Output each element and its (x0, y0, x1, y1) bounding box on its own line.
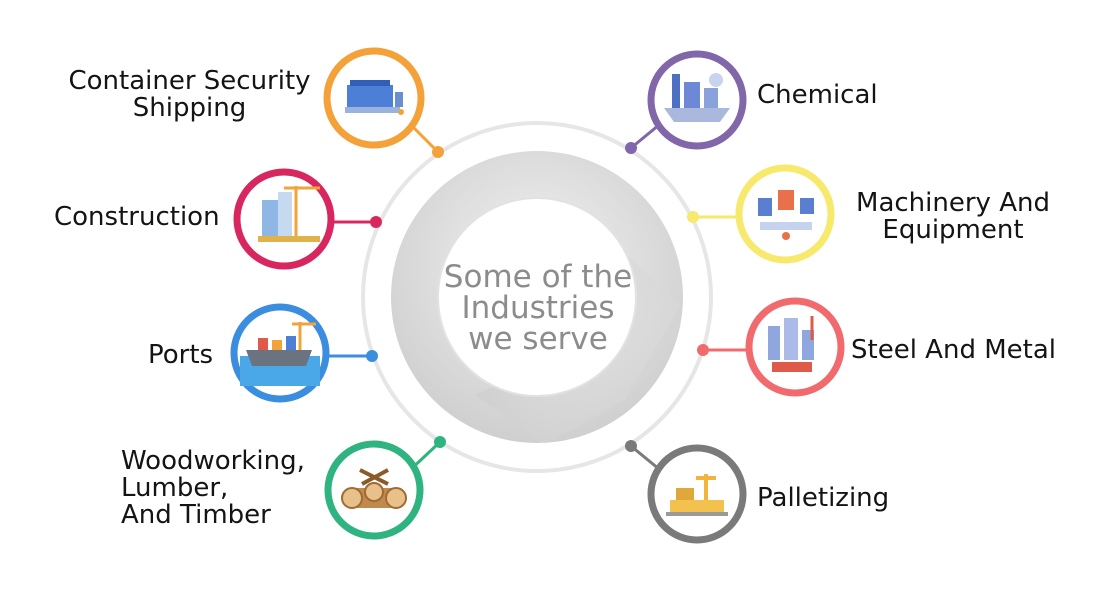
industry-node-construction (233, 168, 382, 270)
center-title-line-3: we serve (468, 321, 608, 357)
industry-node-container-security-shipping (323, 47, 444, 158)
industry-node-palletizing (625, 440, 747, 544)
center-title-line-2: Industries (461, 290, 615, 326)
steel-mill-icon (768, 316, 814, 372)
construction-crane-icon (258, 186, 320, 242)
center-title-line-1: Some of the (443, 259, 633, 295)
chemical-plant-icon (664, 73, 730, 122)
label-steel: Steel And Metal (851, 335, 1056, 365)
label-woodworking: Woodworking, Lumber, And Timber (121, 446, 305, 530)
center-title: Some of the Industries we serve (430, 262, 646, 355)
outer-ring (361, 121, 713, 473)
industry-node-machinery (687, 164, 835, 264)
industry-node-ports (230, 303, 378, 403)
container-ship-icon (345, 80, 404, 115)
timber-logs-icon (341, 468, 407, 509)
machinery-icon (758, 190, 814, 240)
label-machinery: Machinery And Equipment (856, 188, 1050, 245)
label-palletizing: Palletizing (757, 483, 890, 513)
industry-node-chemical (625, 50, 747, 154)
center-inner-disc (438, 198, 636, 396)
label-ports: Ports (148, 340, 214, 370)
industry-node-steel (697, 297, 845, 397)
port-ship-icon (240, 322, 320, 386)
label-chemical: Chemical (757, 80, 878, 110)
label-container-security-shipping: Container Security Shipping (68, 66, 311, 123)
industry-node-woodworking (324, 436, 446, 540)
label-construction: Construction (54, 202, 220, 232)
palletizing-robot-icon (666, 474, 728, 516)
